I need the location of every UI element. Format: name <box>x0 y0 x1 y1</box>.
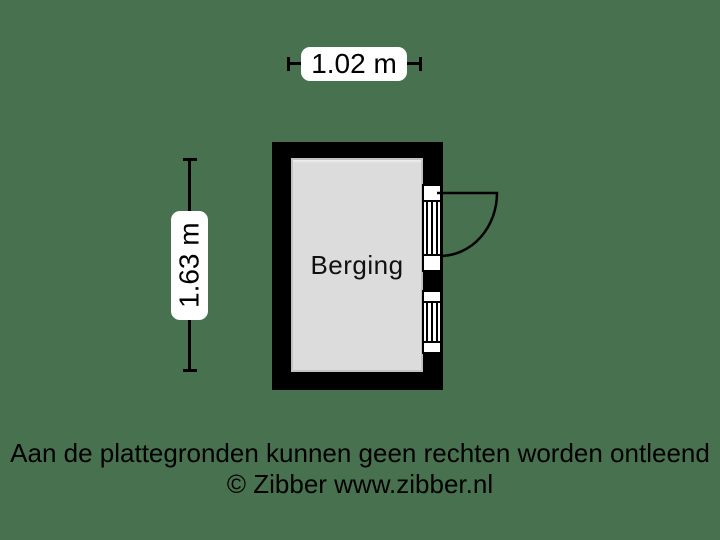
disclaimer-text: Aan de plattegronden kunnen geen rechten… <box>10 438 710 468</box>
window-sill-bottom <box>424 341 440 352</box>
height-dimension-tick-bottom <box>183 369 197 372</box>
height-dimension-label: 1.63 m <box>171 211 208 320</box>
door-leaf-panel <box>426 202 438 254</box>
width-dimension-label: 1.02 m <box>301 47 407 81</box>
window-icon <box>422 290 442 354</box>
door-swing-icon <box>437 191 499 258</box>
door-frame-icon <box>422 184 442 272</box>
copyright-text: © Zibber www.zibber.nl <box>226 469 494 499</box>
window-glazing <box>426 303 438 341</box>
door-jamb-top <box>424 186 440 202</box>
room-walls: Berging <box>272 142 443 390</box>
width-dimension-tick-right <box>419 57 422 71</box>
room-name-label: Berging <box>310 249 404 280</box>
door-jamb-bottom <box>424 254 440 270</box>
room-floor: Berging <box>291 158 423 372</box>
width-dimension-tick-left <box>287 57 290 71</box>
height-dimension-tick-top <box>183 158 197 161</box>
window-sill-top <box>424 292 440 303</box>
